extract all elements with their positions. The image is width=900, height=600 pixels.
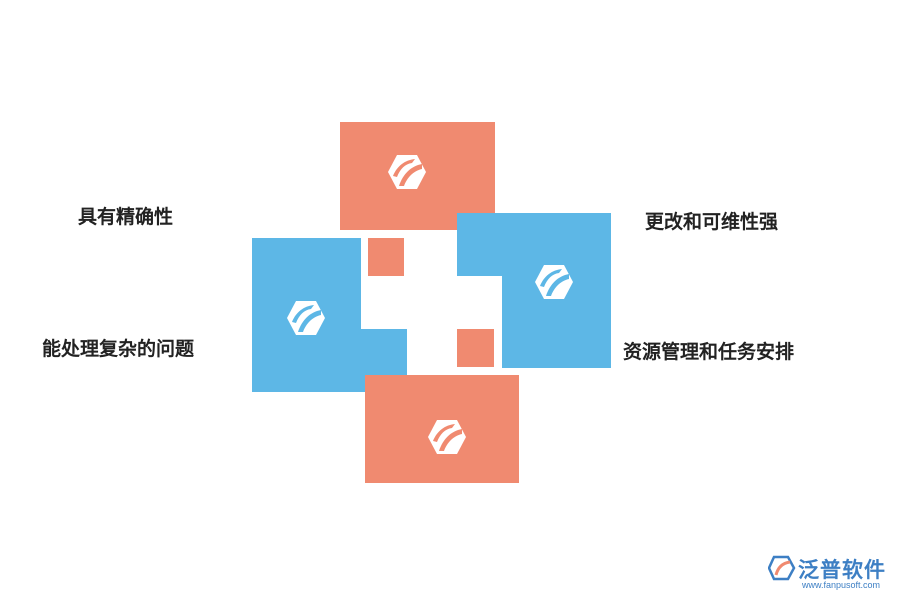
bottom-block-tab [457, 329, 494, 367]
brand-watermark: 泛普软件 www.fanpusoft.com [768, 552, 893, 596]
label-bottom-left: 能处理复杂的问题 [42, 338, 195, 360]
left-block-shape [252, 238, 407, 392]
brand-name: 泛普软件 [798, 558, 886, 582]
right-block [457, 213, 611, 368]
label-top-right: 更改和可维性强 [645, 211, 779, 233]
label-bottom-right: 资源管理和任务安排 [623, 341, 795, 363]
top-block-tab [368, 238, 404, 276]
brand-url: www.fanpusoft.com [802, 580, 881, 590]
brand-logo-icon [768, 555, 796, 581]
top-block [340, 122, 495, 276]
right-block-shape [457, 213, 611, 368]
label-top-left: 具有精确性 [78, 206, 174, 228]
left-block [252, 238, 407, 392]
